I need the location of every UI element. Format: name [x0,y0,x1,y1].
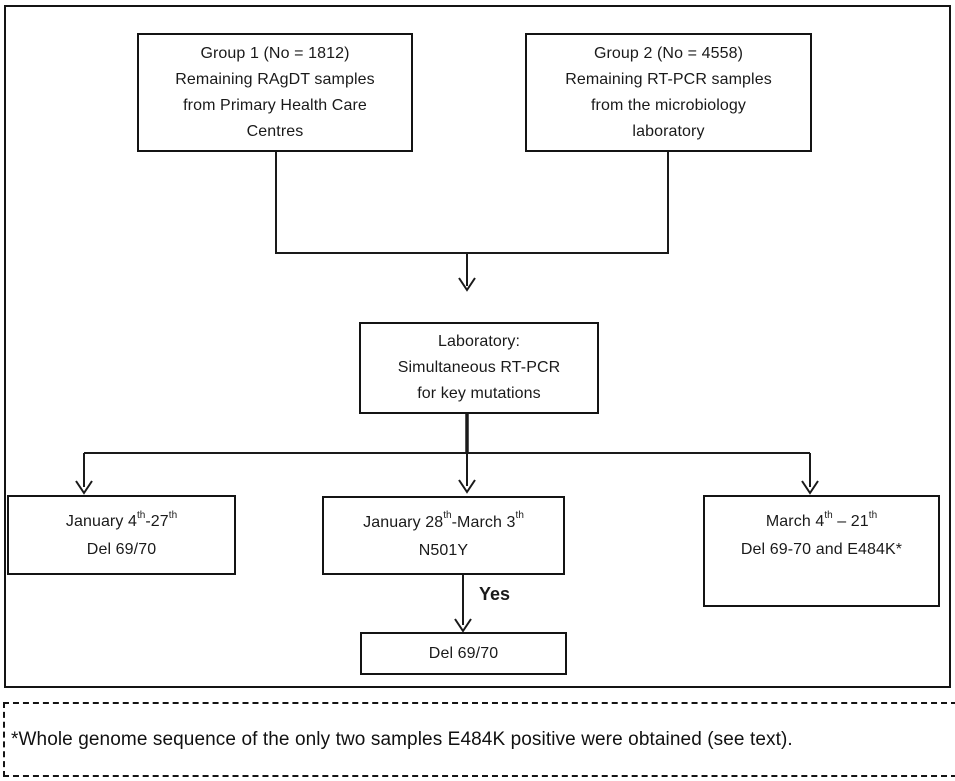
period3-mutation: Del 69-70 and E484K* [740,541,903,558]
period3-date: March 4th – 21th [766,507,877,537]
merge-connector [275,148,669,292]
date-superscript: th [168,509,178,521]
date-text: -March 3 [451,513,516,531]
laboratory-line: Simultaneous RT-PCR [397,359,561,376]
period2-date: January 28th-March 3th [363,508,524,538]
group2-box: Group 2 (No = 4558) Remaining RT-PCR sam… [525,33,812,152]
date-superscript: th [443,510,452,522]
date-superscript: th [137,509,146,521]
date-text: -27 [145,513,169,530]
group1-box: Group 1 (No = 1812) Remaining RAgDT samp… [137,33,413,152]
period1-mutation: Del 69/70 [86,541,157,558]
date-text: January 28 [363,513,444,531]
branch-connector [75,452,819,495]
date-text: January 4 [65,513,138,530]
group2-line: laboratory [632,122,705,140]
group1-line: from Primary Health Care [183,96,367,114]
period1-box: January 4th-27th Del 69/70 [7,495,236,575]
laboratory-line: Laboratory: [437,333,521,350]
period1-date: January 4th-27th [66,507,177,537]
date-superscript: th [515,510,524,522]
laboratory-line: for key mutations [417,385,541,402]
date-text: – 21 [832,513,869,530]
footnote-text: *Whole genome sequence of the only two s… [11,728,793,750]
result-label: Del 69/70 [428,644,499,662]
date-superscript: th [868,509,878,521]
footnote-box: *Whole genome sequence of the only two s… [3,702,955,777]
group1-line: Group 1 (No = 1812) [200,44,350,62]
date-superscript: th [824,509,833,521]
group2-line: from the microbiology [590,96,747,114]
laboratory-box: Laboratory: Simultaneous RT-PCR for key … [359,322,599,414]
period2-mutation: N501Y [418,541,469,559]
result-box: Del 69/70 [360,632,567,675]
yes-label: Yes [479,584,511,604]
period2-box: January 28th-March 3th N501Y [322,496,565,575]
group1-line: Centres [246,122,304,140]
group2-line: Remaining RT-PCR samples [565,70,772,88]
period3-box: March 4th – 21th Del 69-70 and E484K* [703,495,940,607]
group2-line: Group 2 (No = 4558) [593,44,744,62]
date-text: March 4 [765,513,825,530]
group1-line: Remaining RAgDT samples [175,70,375,88]
yes-arrow [454,571,472,633]
figure-border [4,5,951,688]
